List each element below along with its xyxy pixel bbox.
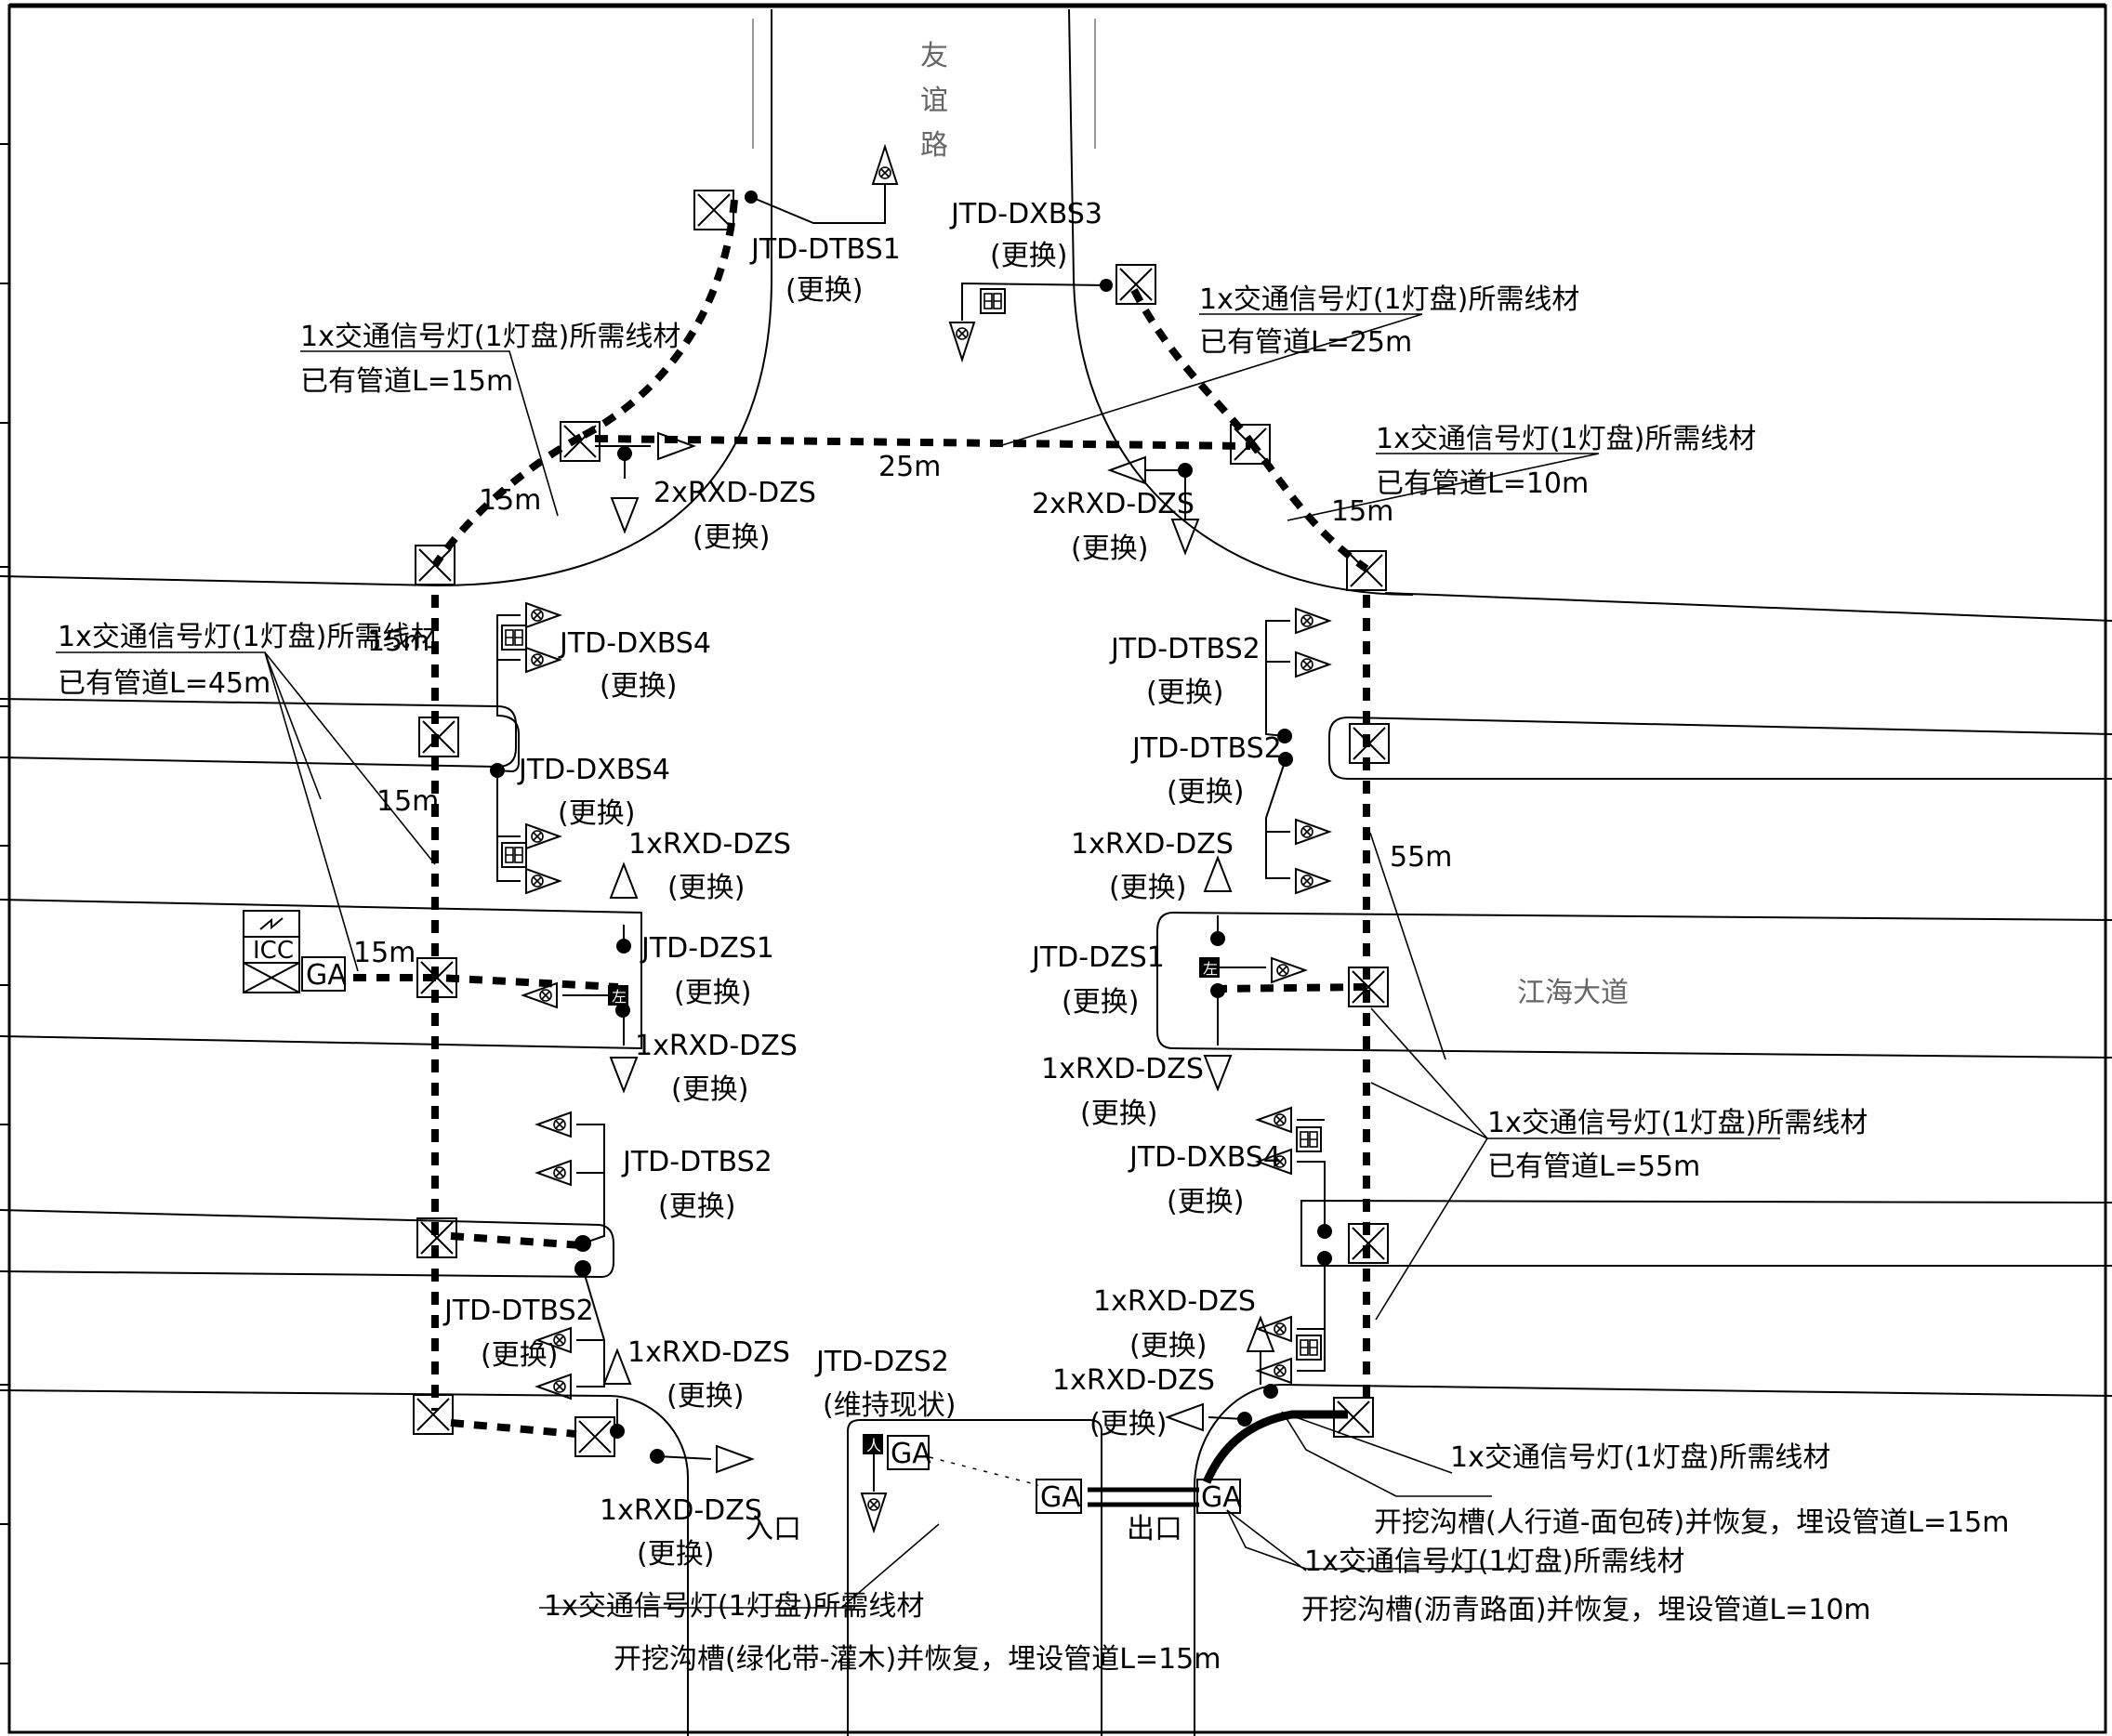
status-1xrxd-w2: (更换) [671, 1073, 748, 1106]
status-1xrxd-se2: (更换) [1089, 1408, 1167, 1440]
note-ne-existing: 已有管道L=10m [1376, 467, 1589, 500]
entrance-label: 入口 [746, 1513, 801, 1545]
status-1xrxd-sw2: (更换) [637, 1538, 714, 1571]
label-dxbs4-w2: JTD-DXBS4 [517, 754, 670, 786]
dist-w2: 15m [376, 785, 439, 818]
note-se1-wire: 1x交通信号灯(1灯盘)所需线材 [1450, 1441, 1830, 1474]
status-dtbs2-e1: (更换) [1146, 677, 1223, 709]
ga-boxes: GA GA GA GA [301, 956, 1242, 1514]
dist-ne: 15m [1331, 495, 1393, 528]
label-dxbs3: JTD-DXBS3 [949, 198, 1102, 230]
label-dzs2: JTD-DZS2 [814, 1346, 949, 1378]
dist-nw: 15m [479, 484, 541, 517]
status-1xrxd-sw1: (更换) [667, 1380, 744, 1413]
label-1xrxd-e1: 1xRXD-DZS [1071, 828, 1234, 861]
label-1xrxd-sw2: 1xRXD-DZS [600, 1494, 762, 1527]
status-dxbs4-e: (更换) [1167, 1186, 1244, 1218]
note-se2-wire: 1x交通信号灯(1灯盘)所需线材 [1304, 1545, 1684, 1578]
note-nw-existing: 已有管道L=15m [300, 365, 513, 398]
status-dzs2: (维持现状) [823, 1389, 956, 1422]
status-1xrxd-e2: (更换) [1080, 1098, 1157, 1130]
dist-w1: 15m [367, 625, 429, 658]
note-se2-trench: 开挖沟槽(沥青路面)并恢复，埋设管道L=10m [1301, 1594, 1871, 1626]
signal-controller-cabinet: ICC [243, 910, 300, 993]
label-2xrxd-ne: 2xRXD-DZS [1032, 488, 1195, 520]
exit-label: 出口 [1127, 1513, 1182, 1545]
north-road-name-3: 路 [920, 129, 948, 162]
note-n-wire: 1x交通信号灯(1灯盘)所需线材 [1199, 283, 1579, 316]
status-1xrxd-se1: (更换) [1129, 1330, 1207, 1362]
label-1xrxd-se2: 1xRXD-DZS [1052, 1364, 1215, 1397]
walk-sign: 人 [866, 1437, 881, 1454]
status-dzs1-e: (更换) [1062, 986, 1139, 1019]
dist-e: 55m [1390, 841, 1452, 874]
note-ne-wire: 1x交通信号灯(1灯盘)所需线材 [1376, 423, 1756, 455]
left-turn-sign-east: 左 [1203, 960, 1218, 978]
label-dzs1-e: JTD-DZS1 [1030, 941, 1165, 974]
ga-box-2: GA [1040, 1481, 1081, 1514]
leader-lines [56, 313, 1780, 1609]
label-1xrxd-se1: 1xRXD-DZS [1093, 1285, 1256, 1318]
label-dtbs2-w1: JTD-DTBS2 [621, 1146, 772, 1178]
dist-n: 25m [878, 451, 941, 483]
label-dtbs2-w2: JTD-DTBS2 [442, 1295, 594, 1327]
note-e-wire: 1x交通信号灯(1灯盘)所需线材 [1487, 1107, 1868, 1139]
label-dtbs2-e1: JTD-DTBS2 [1109, 633, 1261, 665]
note-nw-wire: 1x交通信号灯(1灯盘)所需线材 [300, 321, 680, 353]
left-turn-sign: 左 [612, 988, 627, 1006]
label-dtbs2-e2: JTD-DTBS2 [1130, 732, 1282, 765]
label-1xrxd-e2: 1xRXD-DZS [1041, 1053, 1204, 1085]
ga-box-3: GA [1201, 1481, 1242, 1514]
signal-heads: 左 左 人 [496, 146, 1330, 1532]
note-s-wire: 1x交通信号灯(1灯盘)所需线材 [544, 1590, 924, 1623]
label-dtbs1: JTD-DTBS1 [749, 233, 901, 266]
north-road-name-2: 谊 [920, 85, 948, 117]
status-2xrxd-nw: (更换) [693, 521, 770, 554]
dist-w3: 15m [353, 937, 416, 969]
status-dtbs2-e2: (更换) [1167, 776, 1244, 809]
labels: 友 谊 路 江海大道 JTD-DTBS1 (更换) JTD-DXBS3 (更换)… [58, 40, 2009, 1676]
label-2xrxd-nw: 2xRXD-DZS [653, 477, 816, 509]
status-dtbs2-w2: (更换) [481, 1339, 558, 1372]
north-road-name-1: 友 [920, 40, 948, 72]
status-1xrxd-e1: (更换) [1109, 872, 1186, 904]
label-dxbs4-w1: JTD-DXBS4 [558, 627, 711, 660]
note-e-existing: 已有管道L=55m [1487, 1151, 1700, 1183]
label-dzs1-w: JTD-DZS1 [640, 932, 774, 965]
note-se1-trench: 开挖沟槽(人行道-面包砖)并恢复，埋设管道L=15m [1374, 1506, 2009, 1539]
note-s-trench: 开挖沟槽(绿化带-灌木)并恢复，埋设管道L=15m [614, 1643, 1221, 1676]
ga-box-4: GA [306, 959, 347, 992]
status-dtbs1: (更换) [785, 274, 863, 307]
label-dxbs4-e: JTD-DXBS4 [1128, 1141, 1281, 1174]
label-1xrxd-w2: 1xRXD-DZS [635, 1030, 798, 1062]
note-w-wire: 1x交通信号灯(1灯盘)所需线材 [58, 621, 438, 653]
status-2xrxd-ne: (更换) [1071, 533, 1148, 565]
border-ticks [0, 143, 9, 1664]
label-1xrxd-w1: 1xRXD-DZS [628, 828, 791, 861]
note-w-existing: 已有管道L=45m [58, 667, 271, 700]
status-dxbs3: (更换) [990, 240, 1067, 272]
icc-label: ICC [253, 937, 294, 965]
ga-box-1: GA [891, 1438, 931, 1470]
status-dzs1-w: (更换) [674, 977, 751, 1009]
conduits [353, 199, 1370, 1507]
east-road-name: 江海大道 [1517, 977, 1629, 1009]
note-n-existing: 已有管道L=25m [1199, 326, 1412, 359]
status-dtbs2-w1: (更换) [658, 1190, 735, 1223]
status-1xrxd-w1: (更换) [667, 872, 745, 904]
label-1xrxd-sw1: 1xRXD-DZS [627, 1336, 790, 1369]
status-dxbs4-w2: (更换) [558, 797, 635, 830]
status-dxbs4-w1: (更换) [600, 670, 677, 703]
